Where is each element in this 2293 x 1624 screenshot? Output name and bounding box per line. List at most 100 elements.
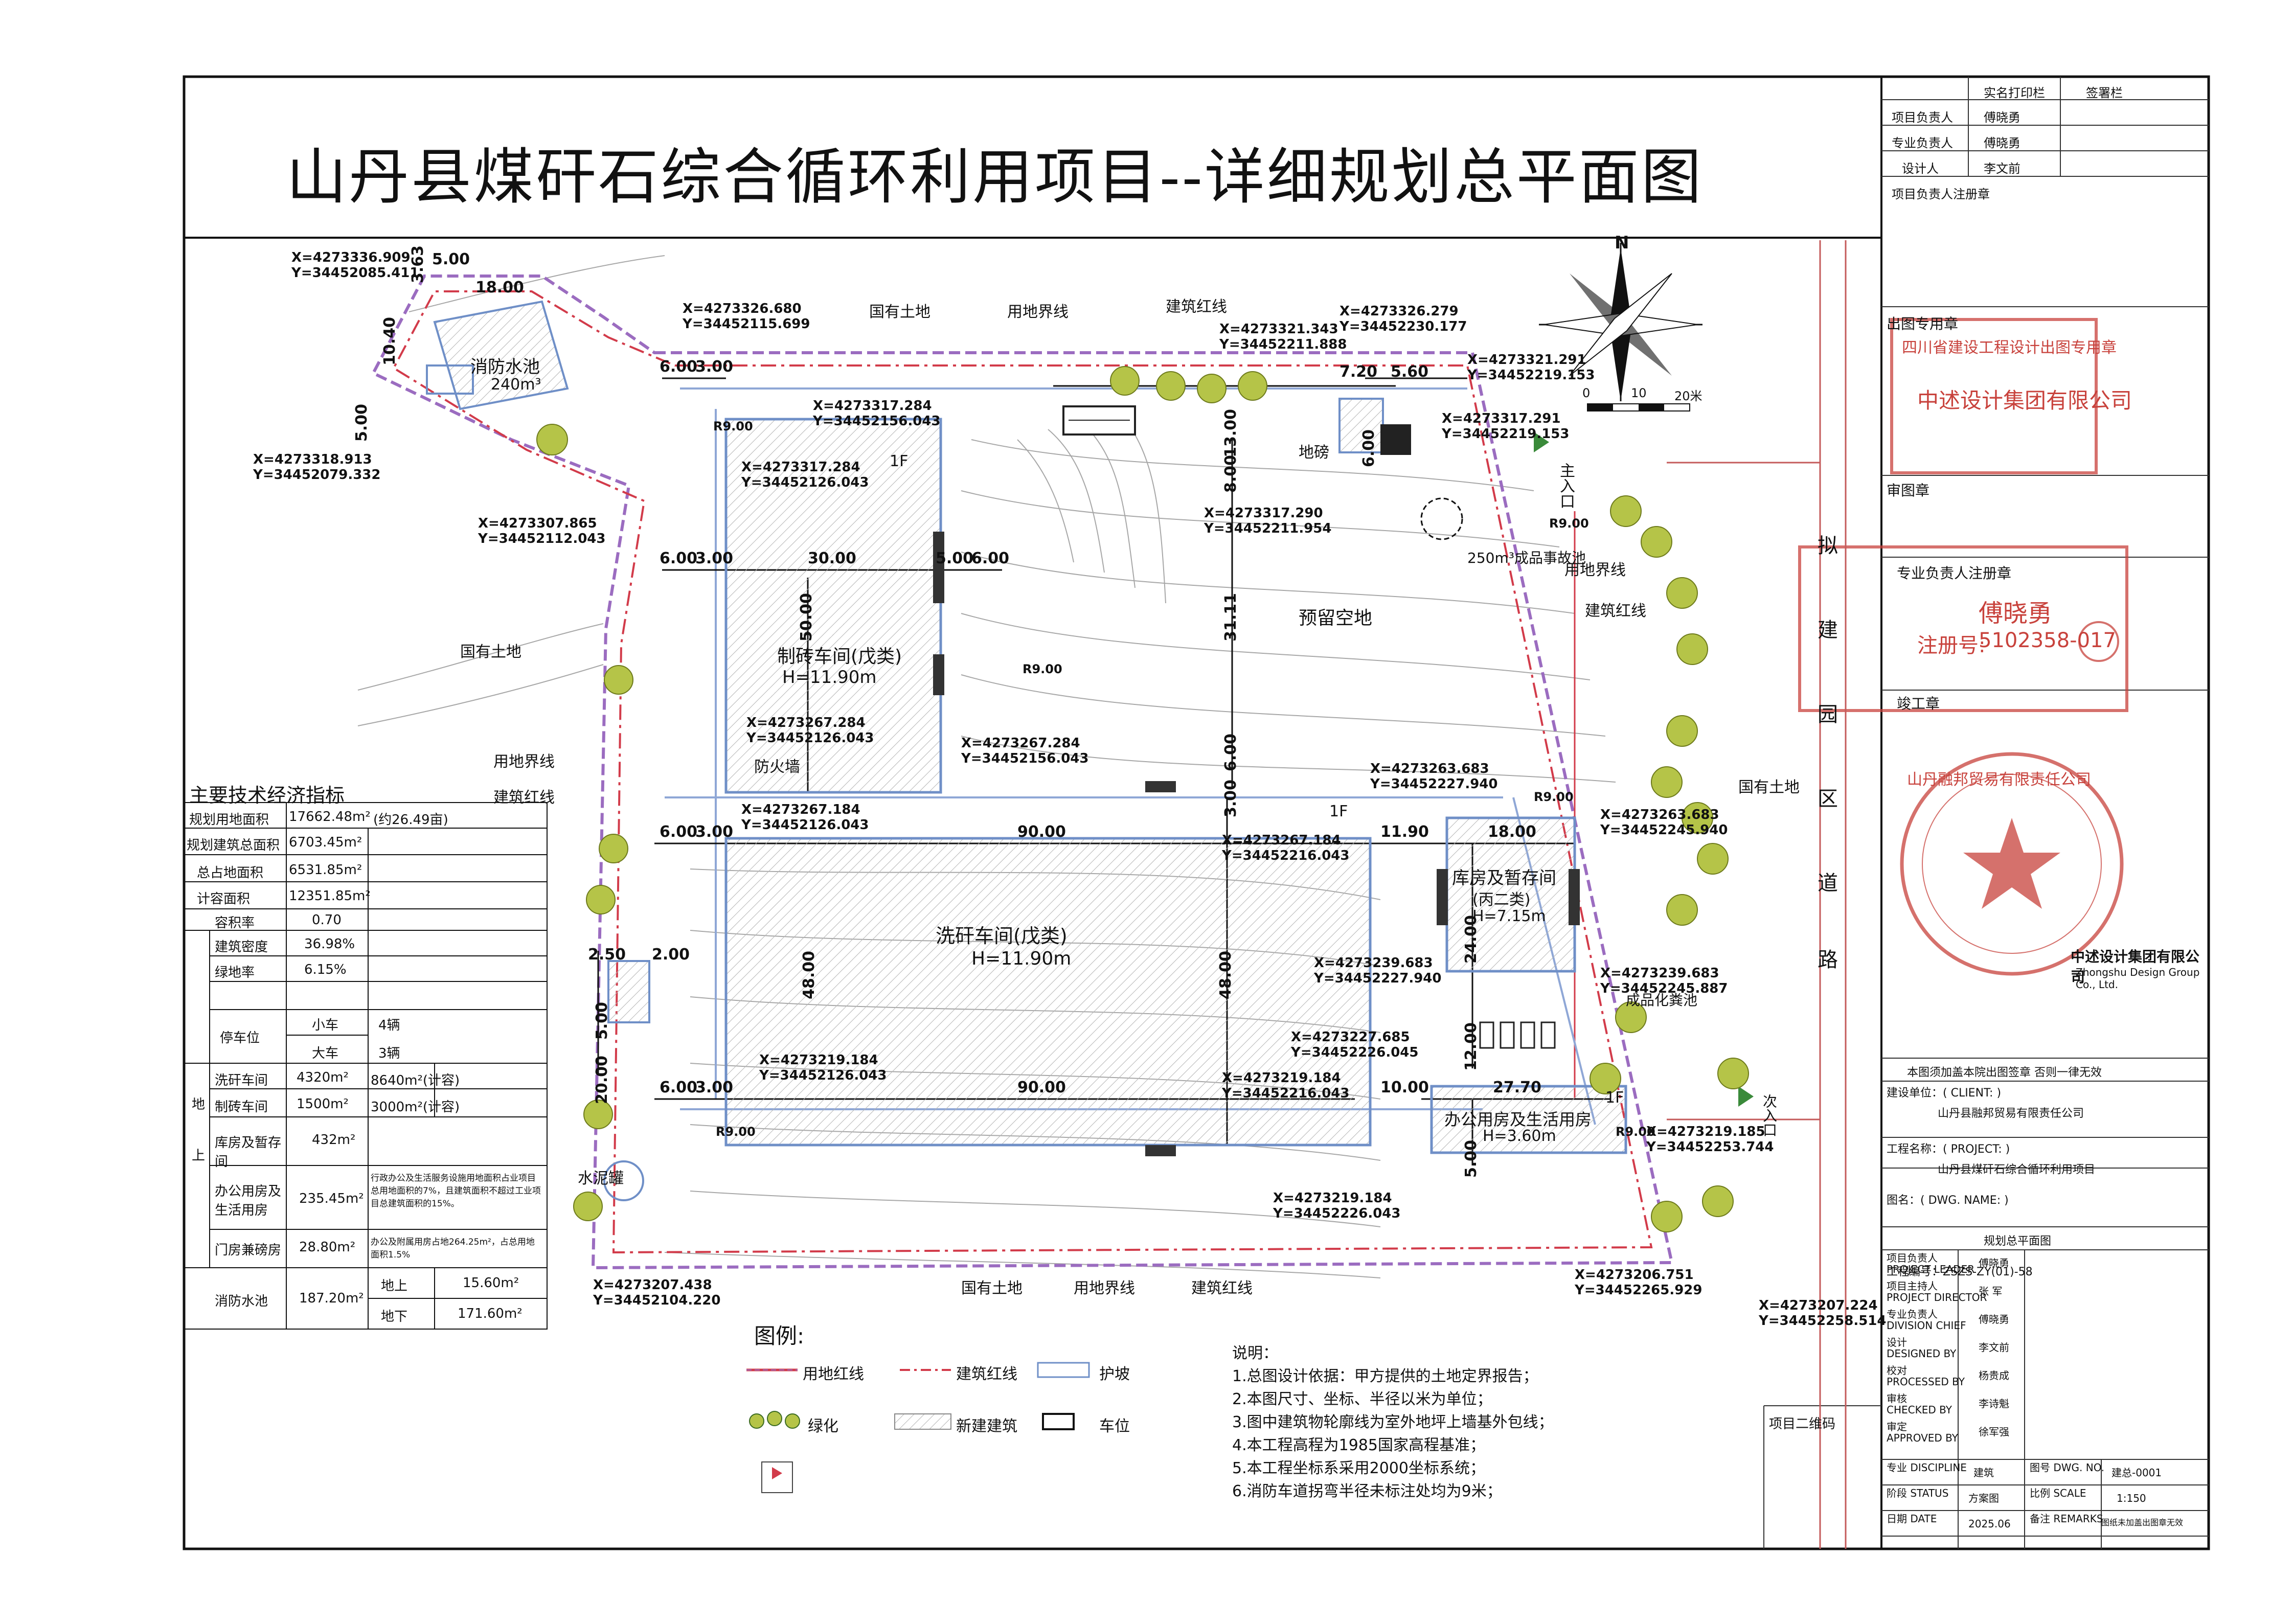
label-storage-height: H=7.15m [1472,907,1546,925]
label-fire-pool-volume: 240m³ [491,376,541,394]
ind-value: 3辆 [378,1046,400,1061]
ind-key: 总占地面积 [197,865,264,881]
dim: 6.00 [660,358,698,376]
dim: 5.00 [432,250,470,268]
road-char: 路 [1818,948,1838,972]
project-label: 工程名称：( PROJECT: ) [1887,1143,2010,1156]
note-line: 2.本图尺寸、坐标、半径以米为单位； [1232,1390,1492,1408]
client-label: 建设单位：( CLIENT: ) [1887,1087,2002,1100]
ind-key: 办公用房及生活用房 [215,1184,282,1218]
dim: 5.00 [936,550,974,567]
notes-title: 说明： [1232,1344,1278,1362]
ind-value: 0.70 [312,912,342,928]
sign-name: 李文前 [1984,162,2020,176]
ind-value: 6531.85m² [289,862,362,878]
dim: 18.00 [475,279,524,296]
client-value: 山丹县融邦贸易有限责任公司 [1938,1107,2084,1120]
date-value: 2025.06 [1968,1518,2011,1530]
legend-item: 护坡 [1099,1365,1130,1383]
label-accident-pool: 250m³成品事故池 [1467,550,1586,566]
dim: 27.70 [1493,1079,1541,1096]
dim: 6.00 [660,1079,698,1096]
label-weighbridge: 地磅 [1299,444,1329,462]
signer-name: 李诗魁 [1979,1398,2009,1410]
ind-key: 消防水池 [215,1294,268,1309]
label-office-1f: 1F [1605,1089,1624,1107]
scale-0: 0 [1582,386,1591,400]
sign-role: 专业负责人 [1892,136,1953,150]
ind-key: 地下 [381,1309,408,1324]
out-seal-text: 四川省建设工程设计出图专用章 [1902,339,2117,357]
note-line: 5.本工程坐标系采用2000坐标系统； [1232,1459,1485,1477]
remarks-label: 备注 REMARKS [2030,1513,2103,1525]
dim: 2.50 [588,946,626,964]
discipline-value: 建筑 [1973,1467,1994,1479]
road-char: 区 [1818,787,1838,811]
label-build-line-top: 建筑红线 [1166,298,1227,316]
accident-pool [1420,497,1463,540]
ind-value: 432m² [312,1132,356,1148]
label-state-land-left: 国有土地 [460,643,521,661]
building-gatehouse [1338,398,1411,455]
weighbridge [1062,405,1136,436]
label-land-line-bottom: 用地界线 [1074,1279,1135,1297]
qr-note: 本图须加盖本院出图签章 否则一律无效 [1907,1066,2102,1079]
indicators-title: 主要技术经济指标 [189,784,345,807]
ind-value: 187.20m² [299,1291,364,1306]
label-cement: 水泥罐 [578,1170,624,1187]
title-block [1763,77,2209,1549]
seal-stamps [1798,318,2128,976]
building-fire-pool [426,300,569,410]
scale-value: 1:150 [2117,1492,2146,1504]
ind-value: 36.98% [304,936,355,952]
planned-road [1667,240,1847,1549]
review-seal-label: 审图章 [1887,482,1930,499]
label-brick-1f: 1F [890,452,909,470]
ind-note: (约26.49亩) [373,812,448,828]
building-brick-shop [724,418,944,794]
label-build-line-bottom: 建筑红线 [1191,1279,1253,1297]
ind-note: 办公及附属用房占地264.25m²，占总用地面积1.5% [371,1237,535,1260]
label-brick-shop: 制砖车间(戊类) [777,646,902,667]
project-value: 山丹县煤矸石综合循环利用项目 [1938,1163,2096,1176]
dim: 3.00 [695,358,734,376]
dim: 3.00 [695,1079,734,1096]
label-firewall: 防火墙 [754,758,800,776]
dim: R9.00 [1549,516,1589,531]
parking-spaces [1479,1021,1556,1049]
road-char: 园 [1818,703,1838,726]
ind-value: 12351.85m² [289,888,371,904]
ind-value: 15.60m² [463,1275,519,1291]
owner-seal-text: 山丹融邦贸易有限责任公司 [1907,771,2091,789]
signer-name: 杨贵成 [1979,1369,2009,1382]
ind-key: 规划建筑总面积 [187,838,280,853]
sign-name: 傅晓勇 [1984,136,2020,150]
dim: R9.00 [1534,790,1574,804]
label-build-line-left: 建筑红线 [493,789,555,807]
dwg-no-value: 建总-0001 [2112,1467,2162,1479]
dim: 7.20 [1340,363,1378,381]
legend-item: 建筑红线 [956,1365,1017,1383]
sign-name: 傅晓勇 [1984,110,2020,125]
signer-name: 徐军强 [1979,1426,2009,1438]
note-line: 4.本工程高程为1985国家高程基准； [1232,1436,1485,1454]
label-land-line-top: 用地界线 [1007,303,1069,321]
ind-note: 8640m²(计容) [371,1073,460,1088]
ind-value: 6703.45m² [289,835,362,850]
ind-value: 6.15% [304,962,347,977]
building-storage [1437,816,1580,973]
